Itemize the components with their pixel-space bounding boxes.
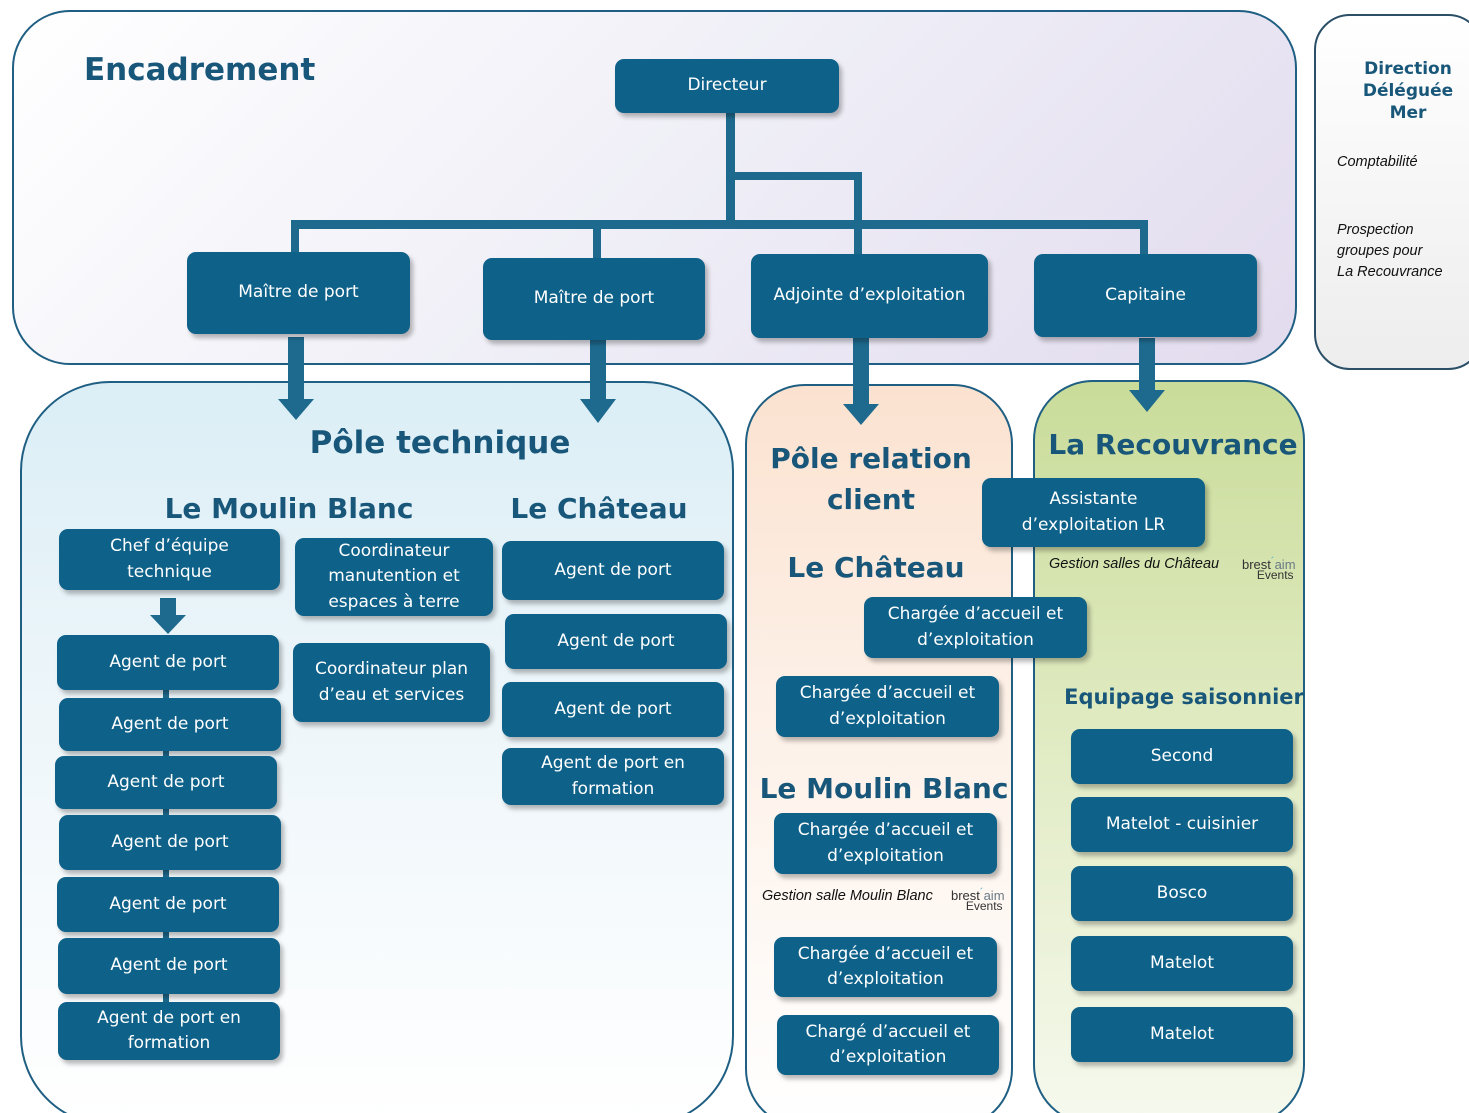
adjointe-exploitation-box[interactable]: Adjointe d’exploitation bbox=[751, 254, 988, 338]
agent-de-port-box[interactable]: Agent de port bbox=[502, 541, 724, 600]
relation-chateau-title: Le Château bbox=[787, 551, 965, 584]
agent-de-port-box[interactable]: Agent de port bbox=[59, 698, 281, 751]
matelot-box[interactable]: Matelot bbox=[1071, 936, 1293, 991]
charge-accueil-box[interactable]: Chargé d’accueil et d’exploitation bbox=[777, 1015, 999, 1075]
prospection-note: Prospection groupes pour La Recouvrance bbox=[1337, 222, 1443, 280]
directeur-box[interactable]: Directeur bbox=[615, 59, 839, 113]
comptabilite-note: Comptabilité bbox=[1337, 154, 1418, 170]
agent-de-port-box[interactable]: Agent de port bbox=[57, 877, 279, 932]
chargee-accueil-box[interactable]: Chargée d’accueil et d’exploitation bbox=[774, 937, 997, 997]
coordinateur-manutention-box[interactable]: Coordinateur manutention et espaces à te… bbox=[295, 538, 493, 616]
agent-de-port-box[interactable]: Agent de port bbox=[55, 756, 277, 809]
encadrement-title: Encadrement bbox=[84, 52, 316, 88]
bosco-box[interactable]: Bosco bbox=[1071, 866, 1293, 921]
matelot-box[interactable]: Matelot bbox=[1071, 1007, 1293, 1062]
brest-aim-events-logo: brest´aim Events bbox=[1242, 556, 1296, 582]
recouvrance-title: La Recouvrance bbox=[1048, 428, 1298, 461]
direction-deleguee-panel bbox=[1314, 14, 1469, 370]
agent-de-port-box[interactable]: Agent de port bbox=[59, 815, 281, 870]
agent-de-port-formation-box[interactable]: Agent de port en formation bbox=[502, 748, 724, 805]
pole-technique-title: Pôle technique bbox=[309, 425, 571, 461]
agent-de-port-box[interactable]: Agent de port bbox=[57, 635, 279, 690]
chef-equipe-box[interactable]: Chef d’équipe technique bbox=[59, 529, 280, 590]
maitre-de-port-box[interactable]: Maître de port bbox=[187, 252, 410, 334]
brest-aim-events-logo: brest´aim Events bbox=[951, 887, 1005, 913]
direction-deleguee-title: Direction Déléguée Mer bbox=[1362, 59, 1454, 123]
equipage-saisonnier-title: Equipage saisonnier bbox=[1064, 685, 1304, 709]
matelot-cuisinier-box[interactable]: Matelot - cuisinier bbox=[1071, 797, 1293, 852]
agent-de-port-box[interactable]: Agent de port bbox=[502, 682, 724, 737]
assistante-exploitation-box[interactable]: Assistante d’exploitation LR bbox=[982, 478, 1205, 547]
gestion-salle-moulin-blanc-note: Gestion salle Moulin Blanc bbox=[762, 888, 933, 904]
second-box[interactable]: Second bbox=[1071, 729, 1293, 784]
chateau-title: Le Château bbox=[510, 492, 688, 525]
moulin-blanc-title: Le Moulin Blanc bbox=[164, 492, 414, 525]
gestion-salles-chateau-note: Gestion salles du Château bbox=[1049, 556, 1220, 572]
chargee-accueil-box[interactable]: Chargée d’accueil et d’exploitation bbox=[864, 597, 1087, 658]
relation-moulin-blanc-title: Le Moulin Blanc bbox=[759, 772, 1009, 805]
chargee-accueil-box[interactable]: Chargée d’accueil et d’exploitation bbox=[774, 813, 997, 874]
agent-de-port-formation-box[interactable]: Agent de port en formation bbox=[58, 1002, 280, 1060]
capitaine-box[interactable]: Capitaine bbox=[1034, 254, 1257, 337]
agent-de-port-box[interactable]: Agent de port bbox=[505, 614, 727, 669]
maitre-de-port-box[interactable]: Maître de port bbox=[483, 258, 705, 340]
agent-de-port-box[interactable]: Agent de port bbox=[58, 938, 280, 994]
coordinateur-plan-eau-box[interactable]: Coordinateur plan d’eau et services bbox=[293, 643, 490, 722]
pole-relation-title: Pôle relation client bbox=[770, 442, 972, 516]
chargee-accueil-box[interactable]: Chargée d’accueil et d’exploitation bbox=[776, 676, 999, 737]
